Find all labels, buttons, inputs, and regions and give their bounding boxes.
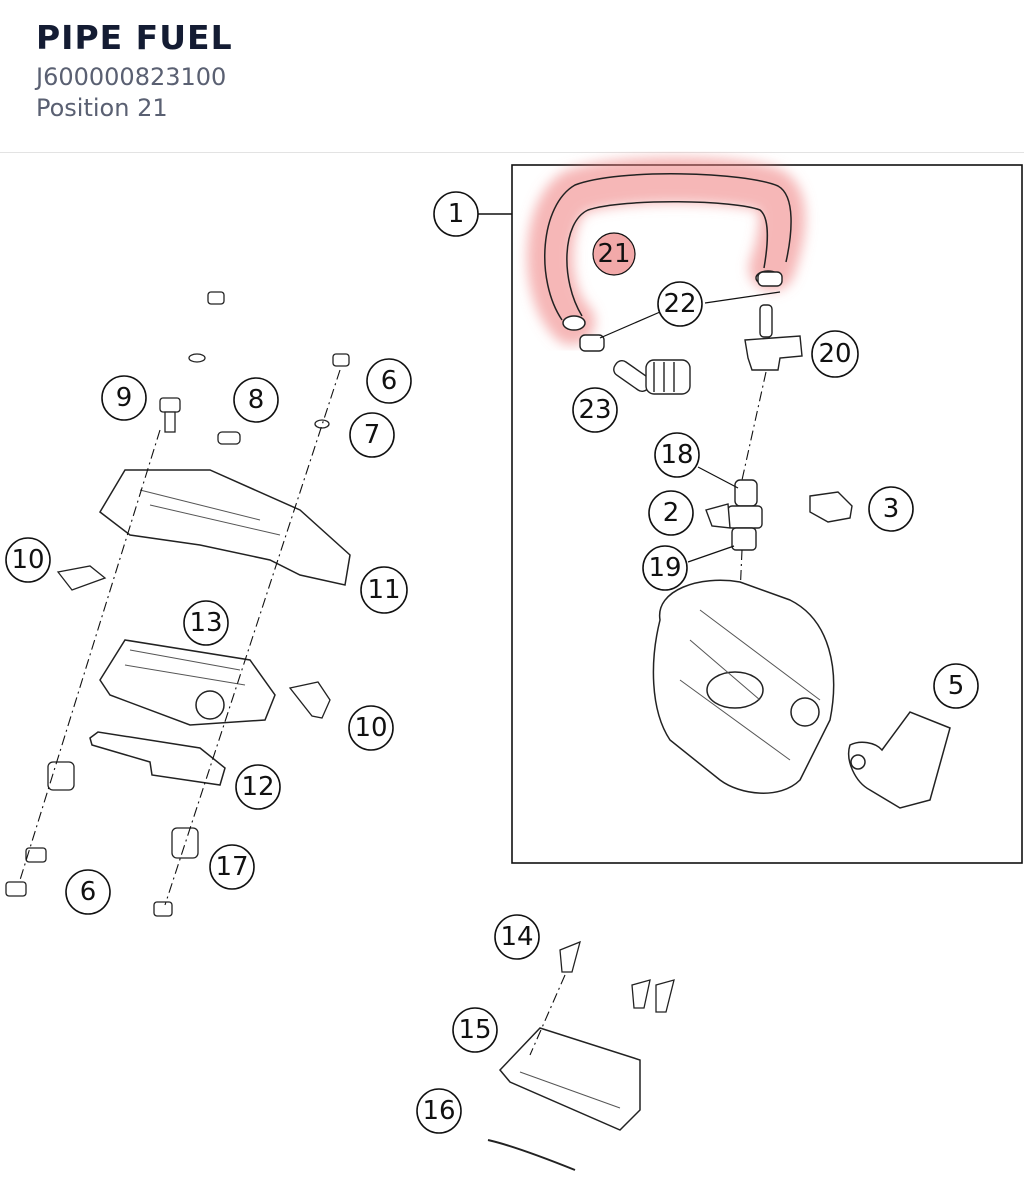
callout-5[interactable]: 5	[933, 663, 979, 709]
svg-text:2: 2	[663, 498, 680, 528]
callout-19[interactable]: 19	[642, 545, 688, 591]
svg-text:20: 20	[818, 339, 851, 369]
leader-line-22a	[704, 291, 781, 304]
svg-text:10: 10	[11, 545, 44, 575]
callout-21[interactable]: 21	[592, 232, 636, 276]
throttle-body-part	[652, 579, 835, 794]
cover-part	[498, 1027, 641, 1131]
callout-10-left[interactable]: 10	[5, 537, 51, 583]
assembly-box	[511, 164, 1023, 864]
callout-20[interactable]: 20	[811, 330, 859, 378]
part-number: J600000823100	[36, 63, 227, 91]
callout-16[interactable]: 16	[416, 1088, 462, 1134]
svg-text:19: 19	[648, 553, 681, 583]
callout-14[interactable]: 14	[494, 914, 540, 960]
svg-text:12: 12	[241, 772, 274, 802]
callout-7[interactable]: 7	[349, 412, 395, 458]
callout-12[interactable]: 12	[235, 764, 281, 810]
svg-text:7: 7	[364, 420, 381, 450]
svg-text:17: 17	[215, 852, 248, 882]
plate-part	[89, 731, 226, 786]
header-divider	[0, 152, 1024, 153]
seal-part	[487, 1139, 576, 1171]
callout-6-top[interactable]: 6	[366, 358, 412, 404]
callout-9[interactable]: 9	[101, 375, 147, 421]
callout-8[interactable]: 8	[233, 377, 279, 423]
elbow-connector-part	[613, 359, 691, 395]
callout-6-bottom[interactable]: 6	[65, 869, 111, 915]
callout-15[interactable]: 15	[452, 1007, 498, 1053]
svg-text:6: 6	[381, 366, 398, 396]
page-title: PIPE FUEL	[36, 18, 233, 57]
svg-text:9: 9	[116, 383, 133, 413]
assembly-axis-lines	[19, 369, 341, 906]
clip-part	[809, 491, 853, 523]
callout-2[interactable]: 2	[648, 490, 694, 536]
svg-text:1: 1	[448, 199, 465, 229]
axis-line-20	[741, 371, 767, 481]
callout-17[interactable]: 17	[209, 844, 255, 890]
leader-line-19	[687, 545, 735, 563]
header: PIPE FUEL J600000823100 Position 21	[0, 0, 1024, 152]
svg-text:13: 13	[189, 608, 222, 638]
callout-13[interactable]: 13	[183, 600, 229, 646]
svg-text:3: 3	[883, 494, 900, 524]
callout-3[interactable]: 3	[868, 486, 914, 532]
position-label: Position 21	[36, 94, 168, 122]
svg-text:22: 22	[663, 289, 696, 319]
svg-text:21: 21	[597, 239, 630, 269]
screw-parts	[559, 940, 675, 1013]
bracket-part	[99, 469, 351, 586]
leader-line-22b	[599, 311, 661, 339]
svg-text:23: 23	[578, 395, 611, 425]
fuel-fitting-part	[744, 304, 803, 371]
svg-text:15: 15	[458, 1015, 491, 1045]
axis-line-14	[529, 974, 566, 1056]
callout-22[interactable]: 22	[657, 281, 703, 327]
svg-text:16: 16	[422, 1096, 455, 1126]
svg-text:11: 11	[367, 575, 400, 605]
svg-text:18: 18	[660, 440, 693, 470]
fastener-parts	[5, 291, 350, 917]
callout-1[interactable]: 1	[433, 191, 479, 237]
callout-10-right[interactable]: 10	[348, 705, 394, 751]
sensor-part	[848, 711, 951, 809]
callout-11[interactable]: 11	[360, 566, 408, 614]
svg-text:10: 10	[354, 713, 387, 743]
callout-23[interactable]: 23	[572, 387, 618, 433]
fuel-pipe-highlight	[527, 157, 806, 345]
actuator-part	[99, 639, 276, 726]
fuel-injector-part	[705, 479, 763, 551]
callout-18[interactable]: 18	[654, 432, 700, 478]
hose-clamp-part	[579, 271, 783, 352]
svg-text:6: 6	[80, 877, 97, 907]
svg-text:8: 8	[248, 385, 265, 415]
svg-text:14: 14	[500, 922, 533, 952]
leader-line-18	[697, 466, 739, 489]
svg-text:5: 5	[948, 671, 965, 701]
